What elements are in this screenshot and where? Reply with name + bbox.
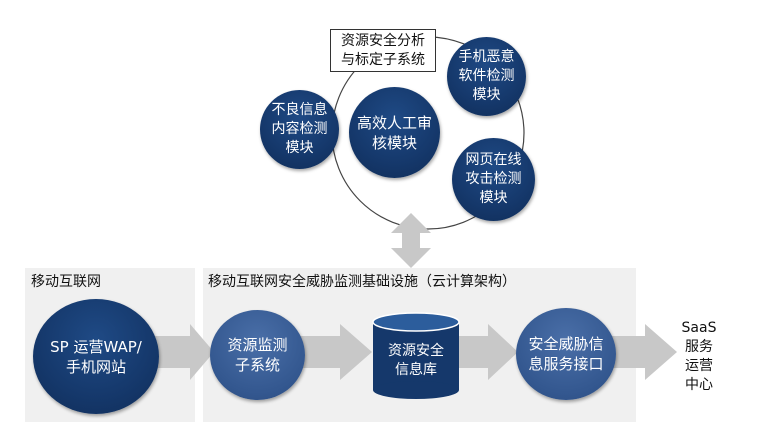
analysis-subsystem-title: 资源安全分析 与标定子系统 <box>330 29 436 72</box>
arrow-threat-to-saas <box>610 324 677 380</box>
sp-wap-site: SP 运营WAP/ 手机网站 <box>33 299 159 414</box>
arrow-monitor-to-db <box>300 324 372 380</box>
bad-content-detection-module: 不良信息 内容检测 模块 <box>260 90 339 169</box>
mobile-internet-label: 移动互联网 <box>31 274 101 290</box>
arrow-sp-to-monitor <box>155 324 214 380</box>
infrastructure-label: 移动互联网安全威胁监测基础设施（云计算架构） <box>208 274 516 290</box>
arrow-db-to-threat <box>455 324 518 380</box>
threat-info-service-interface: 安全威胁信 息服务接口 <box>516 308 616 400</box>
saas-operation-center: SaaS 服务 运营 中心 <box>677 316 721 398</box>
malware-detection-module: 手机恶意 软件检测 模块 <box>447 37 526 116</box>
web-attack-detection-module: 网页在线 攻击检测 模块 <box>452 138 535 221</box>
center-audit-module: 高效人工审 核模块 <box>349 87 440 178</box>
vertical-double-arrow <box>391 213 431 268</box>
database-cylinder <box>372 312 460 399</box>
resource-security-db-label: 资源安全 信息库 <box>388 343 444 378</box>
resource-monitor-subsystem: 资源监测 子系统 <box>210 310 305 400</box>
